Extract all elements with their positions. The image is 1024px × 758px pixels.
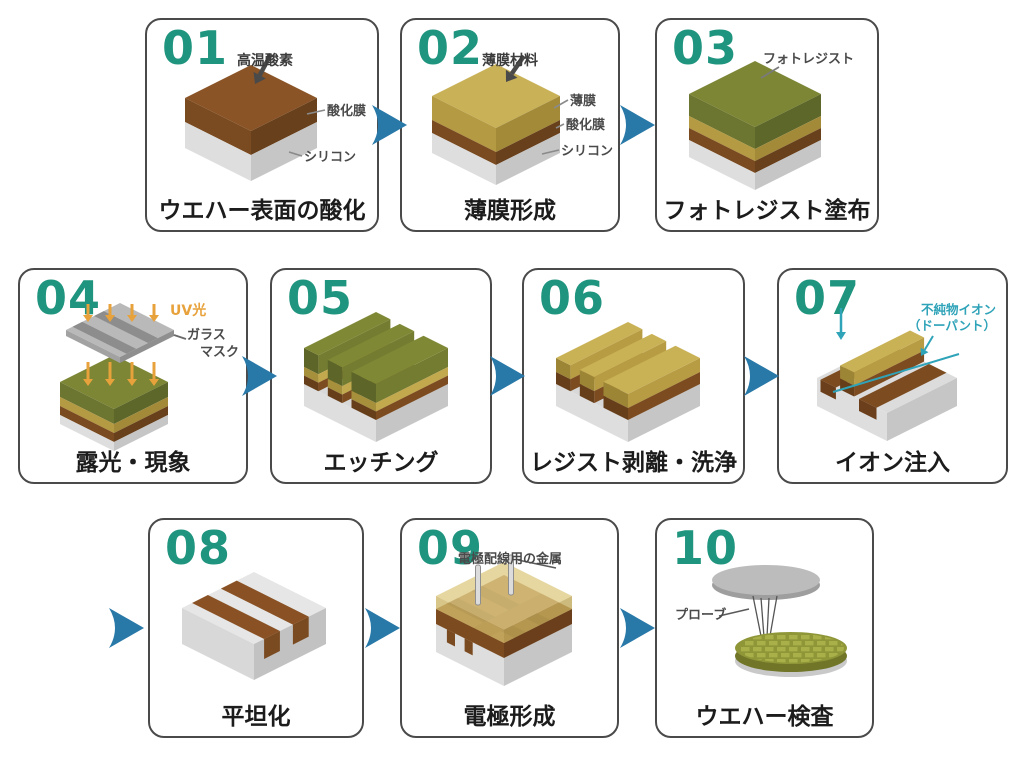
- flow-arrow-right: [242, 356, 277, 396]
- layer-label-resist: フォトレジスト: [763, 52, 855, 67]
- step-title: 露光・現象: [75, 450, 191, 476]
- step-card-04: 04 UV光 ガラス マスク 露光・現象: [18, 268, 248, 484]
- step-title: ウエハー検査: [695, 704, 834, 730]
- step-card-07: 07 不純物イオン （ドーパント） イオン注入: [777, 268, 1008, 484]
- step-illustration: フォトレジスト: [661, 52, 873, 196]
- layer-label-silicon: シリコン: [304, 150, 357, 165]
- step-card-02: 02 薄膜材料 薄膜 酸化膜 シリコン 薄膜形成: [400, 18, 620, 232]
- step-illustration: 高温酸素 酸化膜 シリコン: [151, 52, 373, 196]
- flow-arrow-right: [365, 608, 400, 648]
- step-number: 03: [672, 21, 739, 75]
- step-number: 08: [165, 521, 232, 575]
- exposure-mask-graphic: [60, 303, 187, 451]
- step-number: 02: [417, 21, 484, 75]
- ion-implant-graphic: [817, 308, 960, 441]
- electrode-metal-label: 電極配線用の金属: [458, 552, 563, 567]
- thin-film-wafer-graphic: [432, 54, 569, 185]
- step-illustration: プローブ: [661, 552, 868, 702]
- flow-arrow-right: [109, 608, 144, 648]
- step-illustration: 電極配線用の金属: [406, 552, 613, 702]
- annotation-label: 高温酸素: [237, 53, 293, 69]
- wafer-test-graphic: [712, 565, 847, 677]
- step-number: 09: [417, 521, 484, 575]
- annotation-label: 薄膜材料: [482, 53, 538, 69]
- step-illustration: 不純物イオン （ドーパント）: [783, 302, 1002, 448]
- step-title: ウエハー表面の酸化: [158, 198, 366, 224]
- step-illustration: [528, 302, 739, 448]
- step-title: レジスト剥離・洗浄: [530, 450, 737, 476]
- step-illustration: 薄膜材料 薄膜 酸化膜 シリコン: [406, 52, 614, 196]
- dopant-ion-label: 不純物イオン （ドーパント）: [907, 302, 996, 334]
- step-card-08: 08 平坦化: [148, 518, 364, 738]
- layer-label-oxide: 酸化膜: [566, 118, 606, 133]
- step-title: エッチング: [323, 450, 439, 476]
- electrode-graphic: [436, 554, 572, 686]
- step-title: フォトレジスト塗布: [663, 198, 871, 224]
- step-card-09: 09 電極配線用の金属 電極形成: [400, 518, 619, 738]
- step-number: 01: [162, 21, 229, 75]
- flow-arrow-right: [620, 608, 655, 648]
- planarized-wafer-graphic: [182, 572, 326, 680]
- layer-label-film: 薄膜: [570, 94, 597, 109]
- step-number: 06: [539, 271, 606, 325]
- photoresist-wafer-graphic: [689, 61, 821, 190]
- step-number: 07: [794, 271, 861, 325]
- step-card-01: 01 高温酸素 酸化膜 シリコン ウエハー表面の酸化: [145, 18, 379, 232]
- step-title: イオン注入: [835, 450, 950, 476]
- step-card-03: 03 フォトレジスト フォトレジスト塗布: [655, 18, 879, 232]
- uv-light-label: UV光: [170, 303, 207, 319]
- layer-label-silicon: シリコン: [561, 144, 614, 159]
- flow-arrow-right: [490, 356, 525, 396]
- step-card-05: 05 エッチング: [270, 268, 492, 484]
- step-title: 電極形成: [463, 704, 556, 730]
- step-title: 平坦化: [221, 704, 291, 730]
- step-illustration: [276, 302, 486, 448]
- step-card-06: 06 レジスト剥離・洗浄: [522, 268, 745, 484]
- step-card-10: 10 プローブ ウエハー検査: [655, 518, 874, 738]
- step-title: 薄膜形成: [464, 198, 556, 224]
- glass-mask-label: ガラス マスク: [187, 328, 240, 360]
- flow-arrow-right: [744, 356, 779, 396]
- flow-arrow-right: [372, 105, 407, 145]
- step-number: 10: [672, 521, 739, 575]
- oxidized-wafer-graphic: [185, 52, 326, 181]
- stripped-wafer-graphic: [556, 322, 700, 442]
- etched-wafer-graphic: [304, 312, 448, 442]
- step-number: 05: [287, 271, 354, 325]
- step-illustration: [154, 552, 358, 702]
- step-illustration: UV光 ガラス マスク: [24, 302, 242, 451]
- probe-label: プローブ: [675, 608, 727, 623]
- flow-arrow-right: [620, 105, 655, 145]
- layer-label-oxide: 酸化膜: [327, 104, 367, 119]
